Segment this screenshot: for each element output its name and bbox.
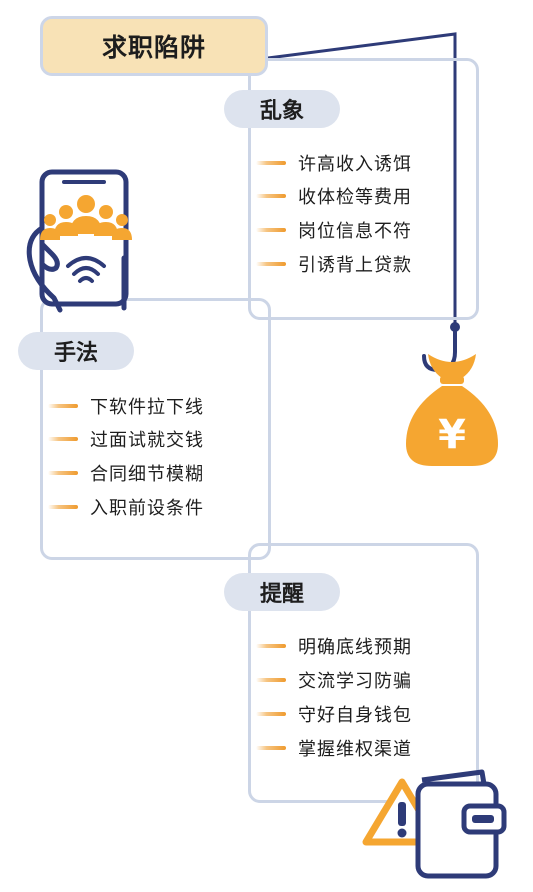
dash-icon bbox=[256, 746, 286, 750]
section-frame-tixing bbox=[248, 543, 479, 803]
list-item: 守好自身钱包 bbox=[256, 701, 412, 727]
section-heading-shoufa: 手法 bbox=[18, 332, 134, 370]
svg-text:¥: ¥ bbox=[438, 412, 466, 458]
list-item: 掌握维权渠道 bbox=[256, 735, 412, 761]
list-item: 岗位信息不符 bbox=[256, 217, 412, 243]
list-item: 交流学习防骗 bbox=[256, 667, 412, 693]
dash-icon bbox=[256, 678, 286, 682]
list-item: 许高收入诱饵 bbox=[256, 150, 412, 176]
wallet-icon bbox=[415, 769, 507, 879]
dash-icon bbox=[256, 161, 286, 165]
dash-icon bbox=[48, 471, 78, 475]
list-item: 下软件拉下线 bbox=[48, 393, 204, 419]
dash-icon bbox=[48, 505, 78, 509]
dash-icon bbox=[48, 404, 78, 408]
section-frame-shoufa bbox=[40, 298, 271, 560]
dash-icon bbox=[256, 262, 286, 266]
phone-people-icon bbox=[26, 169, 132, 313]
dash-icon bbox=[256, 194, 286, 198]
section-frame-luanxiang bbox=[248, 58, 479, 320]
dash-icon bbox=[256, 712, 286, 716]
list-item: 收体检等费用 bbox=[256, 183, 412, 209]
money-bag-icon: ¥ bbox=[406, 354, 498, 466]
section-heading-tixing: 提醒 bbox=[224, 573, 340, 611]
list-item: 引诱背上贷款 bbox=[256, 251, 412, 277]
list-item: 入职前设条件 bbox=[48, 494, 204, 520]
dash-icon bbox=[256, 228, 286, 232]
section-heading-luanxiang: 乱象 bbox=[224, 90, 340, 128]
dash-icon bbox=[256, 644, 286, 648]
list-item: 合同细节模糊 bbox=[48, 460, 204, 486]
list-item: 过面试就交钱 bbox=[48, 426, 204, 452]
list-item: 明确底线预期 bbox=[256, 633, 412, 659]
page-title: 求职陷阱 bbox=[40, 16, 268, 76]
dash-icon bbox=[48, 437, 78, 441]
